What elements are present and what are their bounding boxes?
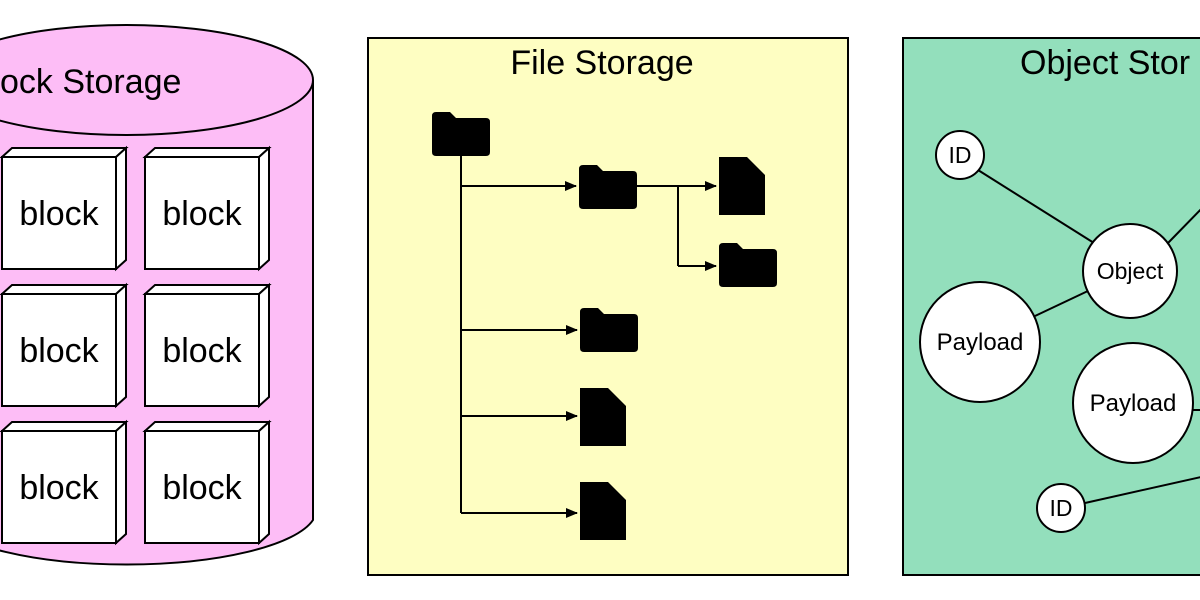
block-label: block <box>162 195 242 233</box>
block-cube: block <box>142 419 272 546</box>
folder-icon <box>719 243 777 287</box>
file-tree-connectors <box>460 156 717 518</box>
file-storage-title: File Storage <box>510 44 693 82</box>
block-storage-panel: ock Storage block block block block <box>0 24 314 566</box>
block-label: block <box>19 332 99 370</box>
block-cube: block <box>0 145 129 272</box>
payload-node: Payload <box>919 281 1041 403</box>
file-storage-panel: File Storage <box>367 37 849 576</box>
block-storage-title: ock Storage <box>0 63 181 101</box>
object-storage-panel: Object Stor ID Object Payload Payload <box>902 37 1200 576</box>
object-node: Object <box>1082 223 1178 319</box>
block-cube: block <box>0 419 129 546</box>
payload-node-label: Payload <box>937 329 1024 356</box>
block-label: block <box>19 469 99 507</box>
id-node-label: ID <box>949 142 972 168</box>
object-node-label: Object <box>1097 258 1164 284</box>
block-cube: block <box>142 282 272 409</box>
block-storage-cylinder-top <box>0 24 314 136</box>
subfolder-icon <box>579 165 637 209</box>
folder-icon <box>580 308 638 352</box>
id-node: ID <box>935 130 985 180</box>
root-folder-icon <box>432 112 490 156</box>
block-label: block <box>19 195 99 233</box>
payload-node: Payload <box>1072 342 1194 464</box>
payload-node-label: Payload <box>1090 390 1177 417</box>
id-node: ID <box>1036 483 1086 533</box>
block-cube: block <box>142 145 272 272</box>
block-label: block <box>162 332 242 370</box>
id-node-label: ID <box>1050 495 1073 521</box>
block-label: block <box>162 469 242 507</box>
block-cube: block <box>0 282 129 409</box>
object-storage-title: Object Stor <box>1020 44 1190 82</box>
